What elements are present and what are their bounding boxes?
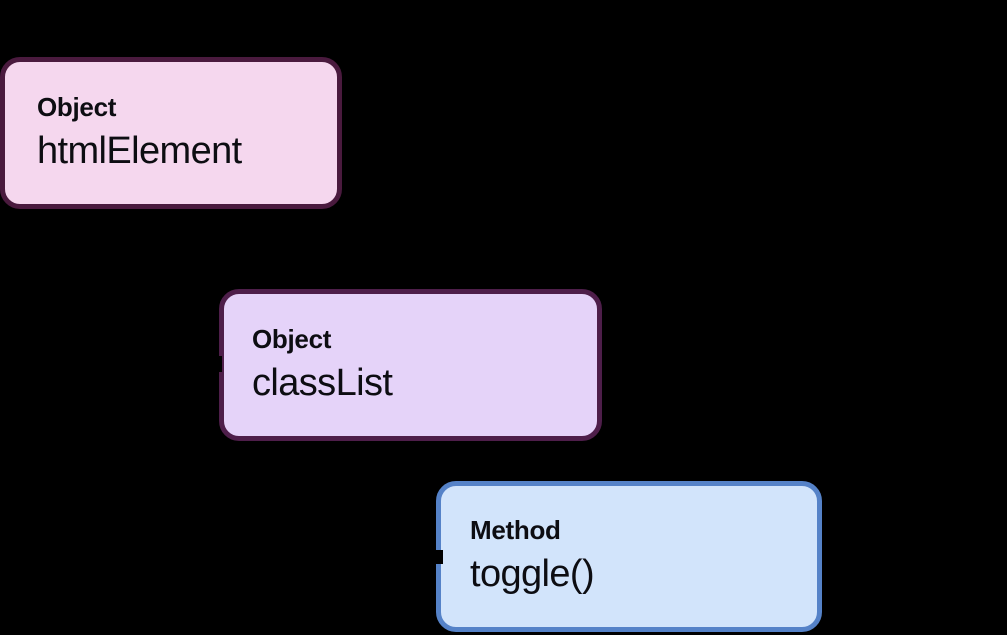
node-object-htmlelement: Object htmlElement [0, 57, 342, 209]
node-type-label: Method [470, 515, 561, 546]
connector-stub [435, 550, 443, 564]
node-name-label: classList [252, 361, 393, 404]
node-object-classlist: Object classList [219, 289, 602, 441]
node-name-label: toggle() [470, 553, 595, 596]
node-method-toggle: Method toggle() [436, 481, 822, 632]
node-type-label: Object [252, 323, 332, 354]
node-type-label: Object [37, 91, 117, 122]
node-name-label: htmlElement [37, 129, 242, 172]
connector-stub [213, 356, 222, 372]
